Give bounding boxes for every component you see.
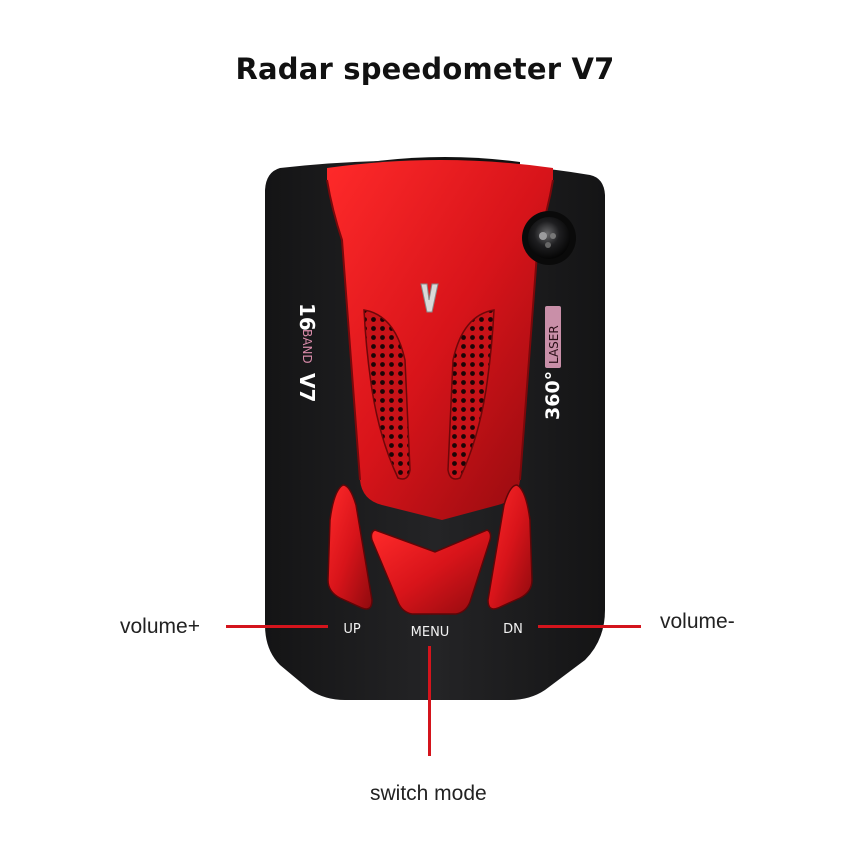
switch-mode-callout: switch mode <box>370 782 487 805</box>
page-title: Radar speedometer V7 <box>235 52 615 86</box>
sensor-lens <box>522 211 576 265</box>
right-laser-label: LASER <box>547 325 561 364</box>
up-button-label[interactable]: UP <box>343 622 361 637</box>
left-band-label: BAND <box>300 329 314 364</box>
v-logo <box>420 283 439 313</box>
volume-up-lead-line <box>226 625 328 628</box>
switch-mode-lead-line <box>428 646 431 756</box>
volume-up-callout: volume+ <box>120 615 200 638</box>
left-speaker-grill <box>363 309 411 480</box>
right-speaker-grill <box>447 309 495 480</box>
dn-button-shape <box>487 484 533 610</box>
menu-button-shape <box>370 529 492 615</box>
up-button-shape <box>327 484 373 610</box>
red-top-panel <box>327 160 553 520</box>
left-model-label: V7 <box>295 373 319 402</box>
dn-button-label[interactable]: DN <box>503 622 523 637</box>
left-band-number: 16 <box>295 303 319 331</box>
right-degree-label: 360° <box>542 371 564 420</box>
menu-button-label[interactable]: MENU <box>411 625 450 640</box>
volume-down-callout: volume- <box>660 610 735 633</box>
volume-down-lead-line <box>538 625 641 628</box>
